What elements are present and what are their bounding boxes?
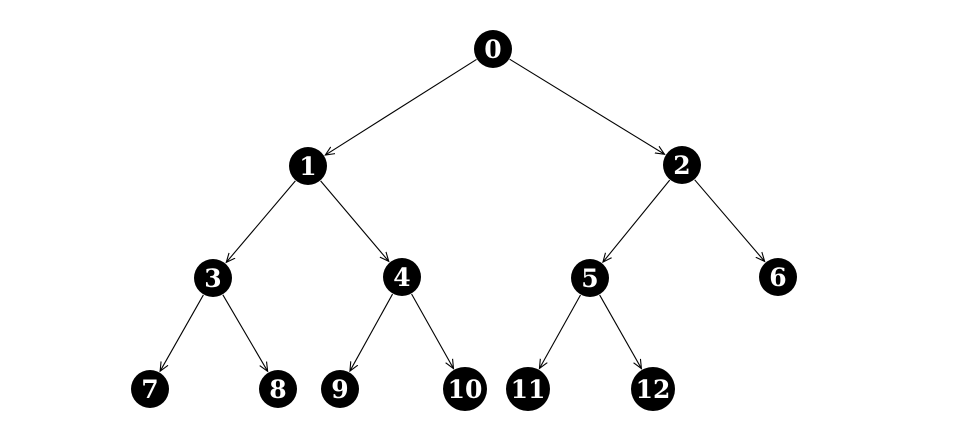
node-circle [131,370,169,408]
tree-node-0: 0 [474,30,512,68]
edge-0-1 [325,58,477,155]
node-circle [259,370,297,408]
edge-3-8 [222,294,268,371]
node-label: 8 [269,375,286,404]
tree-node-4: 4 [383,258,421,296]
edge-2-5 [603,179,671,262]
tree-node-2: 2 [663,146,701,184]
tree-node-11: 11 [506,367,550,411]
tree-node-9: 9 [321,370,359,408]
tree-node-5: 5 [571,259,609,297]
edge-3-7 [160,294,204,371]
tree-node-10: 10 [443,367,487,411]
node-label: 2 [673,151,690,180]
node-circle [759,258,797,296]
node-circle [383,258,421,296]
node-circle [571,259,609,297]
node-circle [631,367,675,411]
node-label: 0 [484,35,501,64]
edge-2-6 [694,179,765,262]
tree-node-1: 1 [289,147,327,185]
node-circle [474,30,512,68]
node-label: 6 [769,263,786,292]
tree-node-8: 8 [259,370,297,408]
node-circle [506,367,550,411]
edge-5-12 [599,294,642,369]
node-label: 7 [141,375,158,404]
edge-5-11 [539,294,581,368]
edge-0-2 [509,58,665,154]
node-label: 9 [331,375,348,404]
node-label: 10 [448,375,483,404]
node-label: 4 [393,263,410,292]
edge-1-4 [320,180,389,261]
tree-node-3: 3 [194,259,232,297]
tree-node-12: 12 [631,367,675,411]
node-circle [443,367,487,411]
node-label: 12 [636,375,671,404]
node-circle [663,146,701,184]
node-circle [321,370,359,408]
node-label: 5 [581,264,598,293]
edge-4-10 [411,293,454,369]
node-circle [289,147,327,185]
node-label: 3 [204,264,221,293]
tree-node-7: 7 [131,370,169,408]
node-circle [194,259,232,297]
edge-4-9 [350,293,394,371]
node-label: 1 [299,152,316,181]
node-label: 11 [511,375,546,404]
edge-1-3 [226,180,296,262]
tree-node-6: 6 [759,258,797,296]
